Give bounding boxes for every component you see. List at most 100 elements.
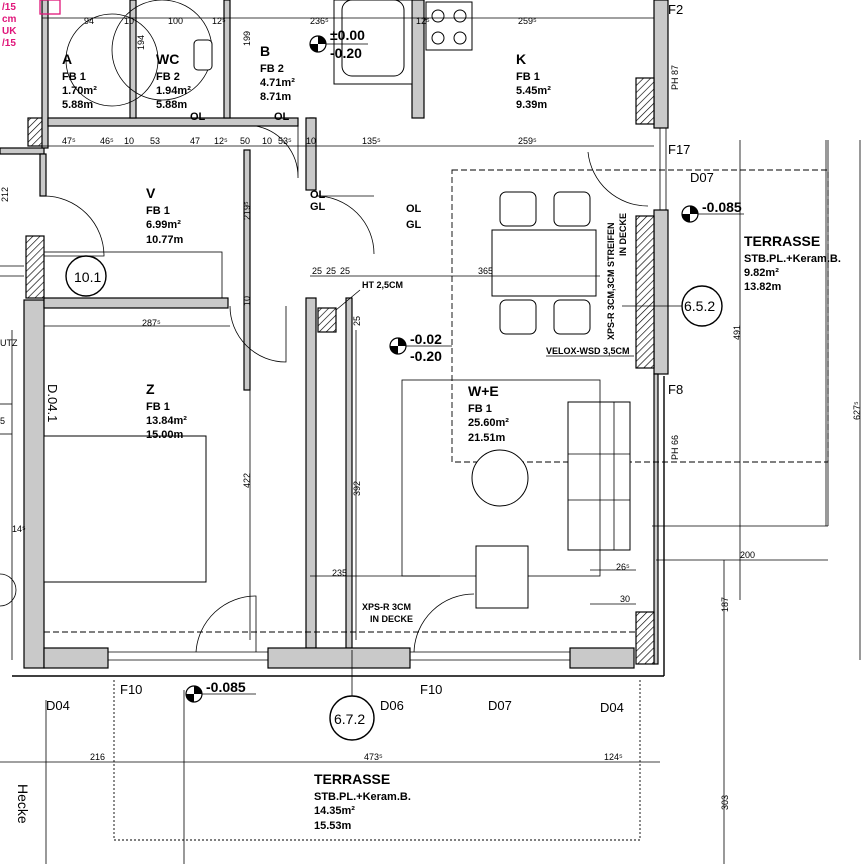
- svg-text:12⁵: 12⁵: [214, 136, 228, 146]
- terrace-south: TERRASSE STB.PL.+Keram.B. 14.35m² 15.53m: [314, 771, 411, 832]
- svg-text:8.71m: 8.71m: [260, 91, 291, 103]
- svg-text:OL: OL: [274, 111, 290, 123]
- svg-text:303: 303: [720, 795, 730, 810]
- svg-text:26⁵: 26⁵: [616, 562, 630, 572]
- svg-text:OL: OL: [190, 111, 206, 123]
- svg-text:259⁵: 259⁵: [518, 136, 537, 146]
- room-wc: WC FB 2 1.94m² 5.88m: [156, 51, 191, 111]
- svg-text:-0.085: -0.085: [702, 199, 742, 215]
- svg-text:IN DECKE: IN DECKE: [370, 614, 413, 624]
- svg-text:94: 94: [84, 16, 94, 26]
- svg-text:10: 10: [124, 16, 134, 26]
- level-marker-terrace-east: -0.085: [681, 199, 744, 223]
- svg-text:Z: Z: [146, 381, 155, 397]
- svg-text:4.71m²: 4.71m²: [260, 77, 295, 89]
- svg-text:5.88m: 5.88m: [62, 99, 93, 111]
- svg-text:6.7.2: 6.7.2: [334, 711, 365, 727]
- section-marker-6-5-2: 6.5.2: [622, 285, 723, 327]
- svg-text:W+E: W+E: [468, 383, 499, 399]
- svg-text:±0.00: ±0.00: [330, 27, 365, 43]
- svg-text:GL: GL: [406, 219, 422, 231]
- walls: [0, 0, 669, 669]
- svg-text:F17: F17: [668, 142, 690, 157]
- svg-text:219⁵: 219⁵: [242, 201, 252, 220]
- svg-text:OL: OL: [310, 189, 326, 201]
- svg-text:PH 87: PH 87: [670, 65, 680, 90]
- svg-text:10: 10: [262, 136, 272, 146]
- svg-text:25: 25: [340, 266, 350, 276]
- svg-text:10.77m: 10.77m: [146, 234, 184, 246]
- svg-text:FB 1: FB 1: [516, 71, 540, 83]
- svg-text:FB 1: FB 1: [62, 71, 86, 83]
- svg-text:-0.20: -0.20: [410, 348, 442, 364]
- level-marker-living: -0.02 -0.20: [389, 331, 452, 364]
- svg-text:259⁵: 259⁵: [518, 16, 537, 26]
- svg-text:K: K: [516, 51, 526, 67]
- dimension-lines: [0, 17, 861, 864]
- svg-text:WC: WC: [156, 51, 179, 67]
- svg-text:V: V: [146, 185, 156, 201]
- annotations: OL OL OL GL OL GL HT 2,5CM XPS-R 3CM,3CM…: [0, 0, 634, 624]
- svg-text:15.53m: 15.53m: [314, 820, 352, 832]
- svg-text:cm: cm: [2, 14, 17, 25]
- svg-text:25: 25: [312, 266, 322, 276]
- svg-text:627⁵: 627⁵: [852, 401, 862, 420]
- svg-text:25.60m²: 25.60m²: [468, 417, 509, 429]
- svg-text:TERRASSE: TERRASSE: [314, 771, 390, 787]
- svg-text:5.88m: 5.88m: [156, 99, 187, 111]
- level-marker-bath: ±0.00 -0.20: [309, 27, 368, 61]
- svg-text:53⁵: 53⁵: [278, 136, 292, 146]
- room-a: A FB 1 1.70m² 5.88m: [62, 51, 97, 111]
- svg-text:B: B: [260, 43, 270, 59]
- svg-text:6.5.2: 6.5.2: [684, 298, 715, 314]
- section-marker-6-7-2: 6.7.2: [329, 650, 375, 741]
- room-living-dining: W+E FB 1 25.60m² 21.51m: [468, 383, 509, 444]
- svg-text:F10: F10: [420, 682, 442, 697]
- svg-text:IN DECKE: IN DECKE: [618, 213, 628, 256]
- svg-text:194: 194: [136, 35, 146, 50]
- svg-text:XPS-R 3CM,3CM STREIFEN: XPS-R 3CM,3CM STREIFEN: [606, 222, 616, 340]
- svg-text:GL: GL: [310, 201, 326, 213]
- svg-text:473⁵: 473⁵: [364, 752, 383, 762]
- svg-text:53: 53: [150, 136, 160, 146]
- dimension-labels: 94 10 100 12⁵ 236⁵ 12⁵ 259⁵ 194 199 47⁵ …: [0, 16, 862, 810]
- svg-text:21.51m: 21.51m: [468, 432, 506, 444]
- svg-text:F8: F8: [668, 382, 683, 397]
- terrace-east: TERRASSE STB.PL.+Keram.B. 9.82m² 13.82m: [744, 233, 841, 293]
- svg-text:10: 10: [306, 136, 316, 146]
- furniture: [43, 0, 631, 609]
- svg-text:/15: /15: [2, 38, 16, 49]
- svg-text:FB 2: FB 2: [156, 71, 180, 83]
- svg-text:VELOX-WSD 3,5CM: VELOX-WSD 3,5CM: [546, 346, 630, 356]
- level-marker-terrace-south: -0.085: [185, 679, 256, 703]
- svg-text:FB 1: FB 1: [468, 403, 492, 415]
- svg-text:D.04.1: D.04.1: [45, 384, 60, 422]
- svg-text:FB 2: FB 2: [260, 63, 284, 75]
- svg-text:25: 25: [326, 266, 336, 276]
- svg-text:-0.02: -0.02: [410, 331, 442, 347]
- svg-text:-0.085: -0.085: [206, 679, 246, 695]
- svg-text:235: 235: [332, 568, 347, 578]
- section-marker-10-1: 10.1: [65, 255, 107, 297]
- svg-text:12⁵: 12⁵: [212, 16, 226, 26]
- svg-text:187: 187: [720, 597, 730, 612]
- svg-text:100: 100: [168, 16, 183, 26]
- svg-text:FB 1: FB 1: [146, 401, 170, 413]
- svg-text:14.35m²: 14.35m²: [314, 805, 355, 817]
- svg-text:Hecke: Hecke: [15, 784, 31, 824]
- svg-text:422: 422: [242, 473, 252, 488]
- svg-text:9.82m²: 9.82m²: [744, 267, 779, 279]
- svg-text:UTZ: UTZ: [0, 338, 18, 348]
- window-and-edge-lines: [0, 128, 829, 864]
- svg-text:200: 200: [740, 550, 755, 560]
- svg-text:STB.PL.+Keram.B.: STB.PL.+Keram.B.: [744, 253, 841, 265]
- room-b: B FB 2 4.71m² 8.71m: [260, 43, 295, 103]
- svg-text:D07: D07: [488, 698, 512, 713]
- svg-text:D04: D04: [600, 700, 624, 715]
- svg-text:UK: UK: [2, 26, 17, 37]
- svg-text:5: 5: [0, 416, 5, 426]
- svg-text:15.00m: 15.00m: [146, 429, 184, 441]
- svg-text:D06: D06: [380, 698, 404, 713]
- svg-text:135⁵: 135⁵: [362, 136, 381, 146]
